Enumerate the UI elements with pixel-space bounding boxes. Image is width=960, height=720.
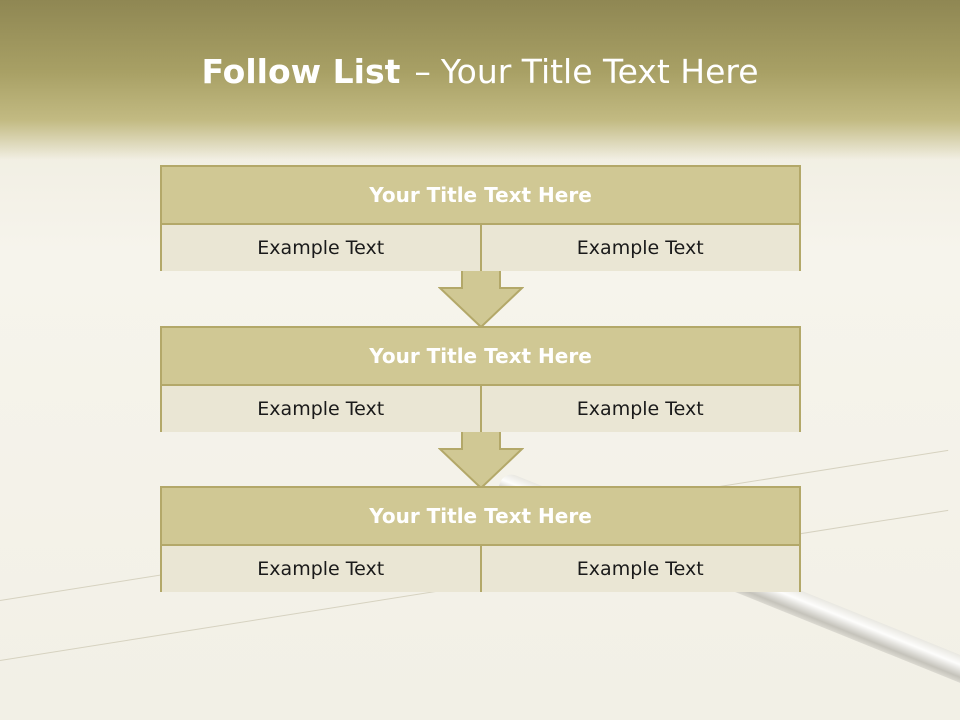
block-cell-left: Example Text — [162, 386, 480, 432]
down-arrow-icon — [438, 431, 524, 489]
down-arrow-icon — [438, 270, 524, 328]
block-title: Your Title Text Here — [162, 167, 799, 225]
title-dash: – — [414, 52, 431, 91]
block-title: Your Title Text Here — [162, 488, 799, 546]
list-block-1: Your Title Text Here Example Text Exampl… — [160, 165, 801, 271]
block-title: Your Title Text Here — [162, 328, 799, 386]
block-row: Example Text Example Text — [162, 546, 799, 592]
slide-header — [0, 0, 960, 160]
title-bold-part: Follow List — [201, 52, 401, 91]
list-block-3: Your Title Text Here Example Text Exampl… — [160, 486, 801, 592]
title-rest: Your Title Text Here — [440, 52, 759, 91]
block-row: Example Text Example Text — [162, 386, 799, 432]
block-cell-right: Example Text — [479, 546, 799, 592]
block-row: Example Text Example Text — [162, 225, 799, 271]
block-cell-left: Example Text — [162, 225, 480, 271]
block-cell-right: Example Text — [479, 386, 799, 432]
list-block-2: Your Title Text Here Example Text Exampl… — [160, 326, 801, 432]
slide-title: Follow List–Your Title Text Here — [0, 52, 960, 91]
block-cell-right: Example Text — [479, 225, 799, 271]
block-cell-left: Example Text — [162, 546, 480, 592]
